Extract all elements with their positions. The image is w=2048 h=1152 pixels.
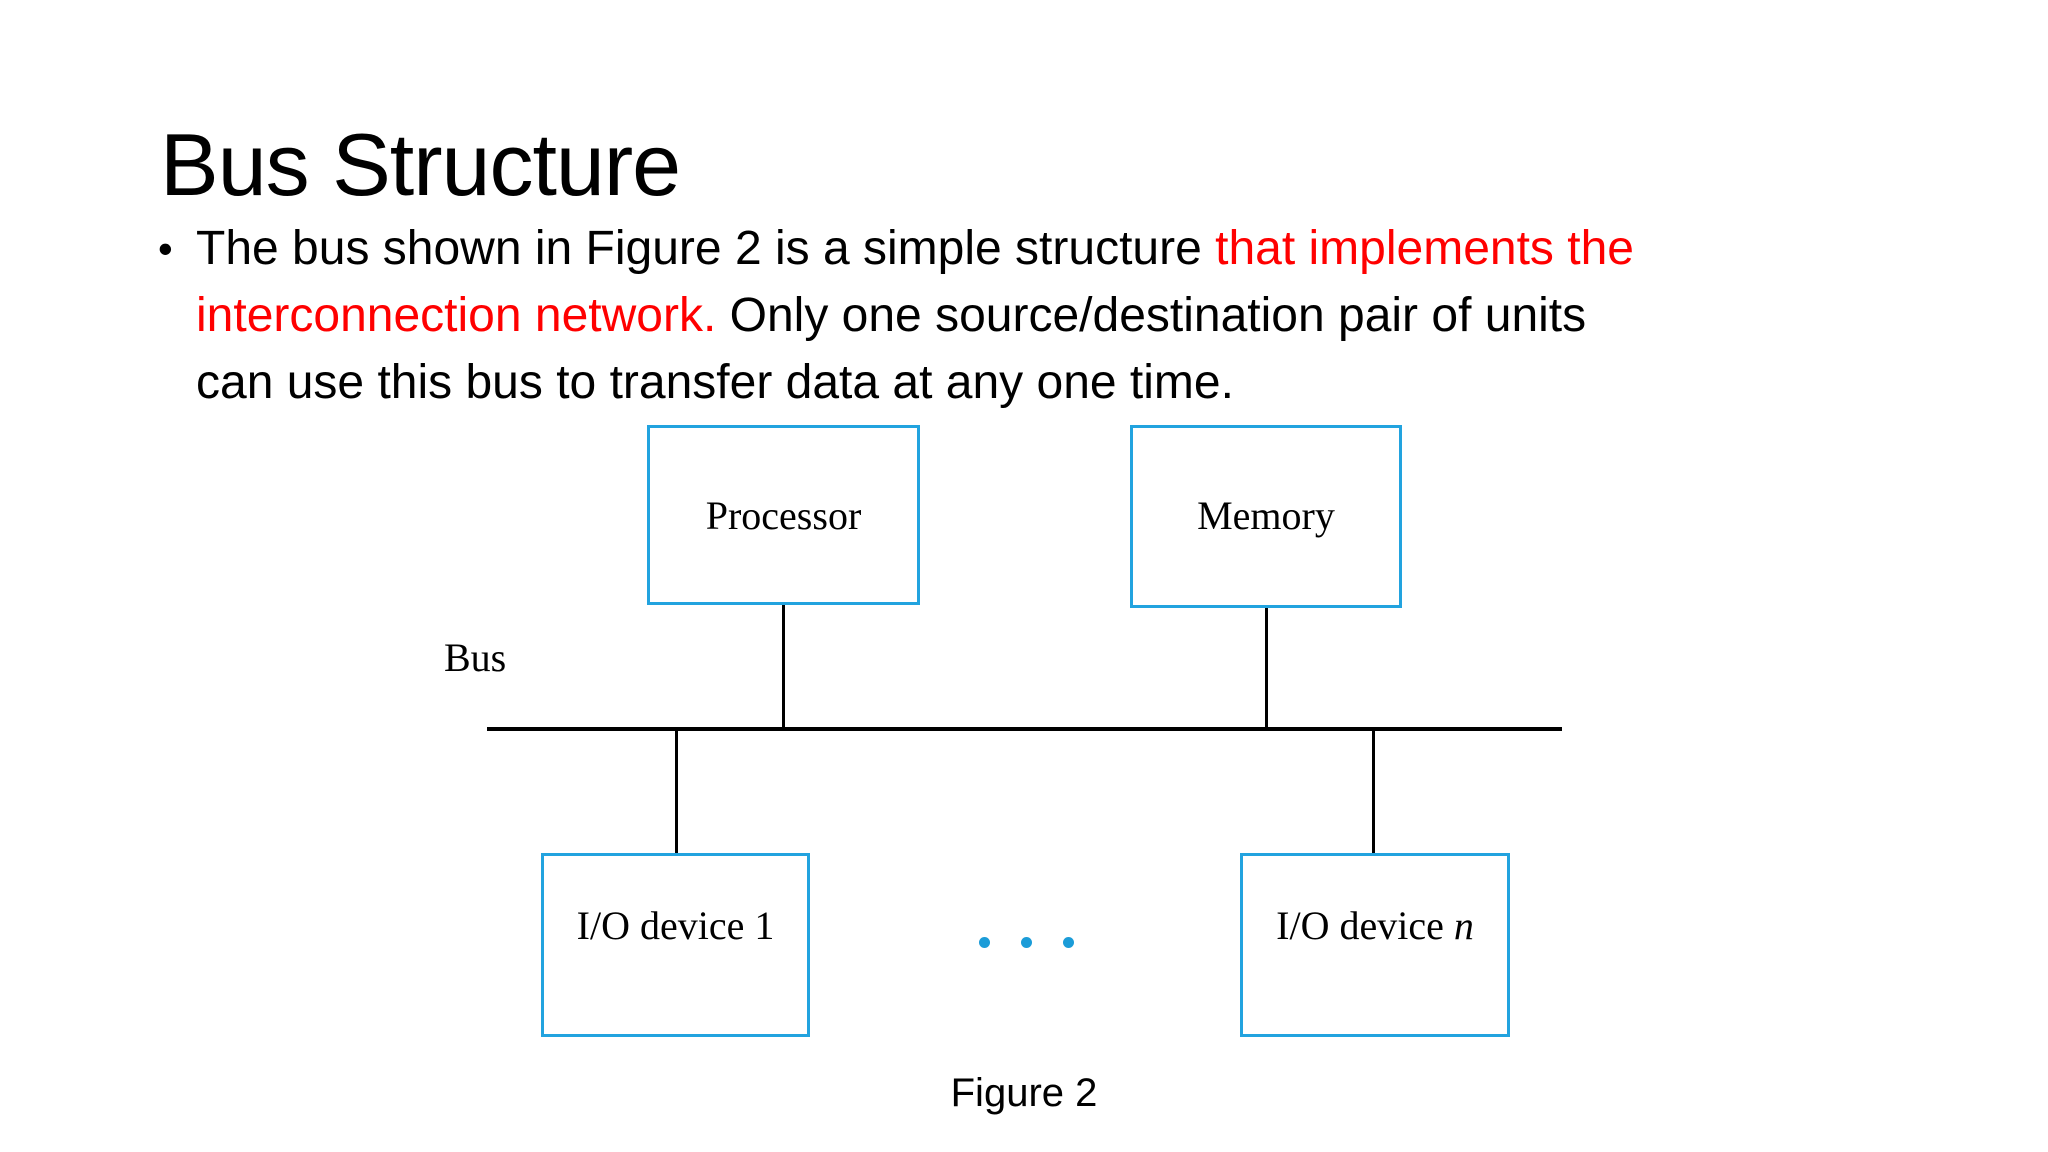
io-device-n-label-prefix: I/O device — [1276, 903, 1454, 948]
ellipsis-dot — [1063, 937, 1074, 948]
slide-title: Bus Structure — [160, 114, 681, 214]
io-device-n-label: I/O device n — [1243, 906, 1507, 946]
bullet-paragraph: • The bus shown in Figure 2 is a simple … — [158, 215, 1958, 416]
text-run-red: that implements the — [1215, 222, 1634, 275]
connector-memory-to-bus — [1265, 608, 1268, 731]
bullet-marker: • — [158, 225, 173, 272]
text-run: The bus shown in Figure 2 is a simple st… — [196, 222, 1216, 275]
io-device-n-box: I/O device n — [1240, 853, 1510, 1037]
io-device-1-box: I/O device 1 — [541, 853, 810, 1037]
text-run: Only one source/destination pair of unit… — [716, 289, 1587, 342]
memory-label: Memory — [1197, 493, 1335, 538]
ellipsis-dot — [979, 937, 990, 948]
io-device-1-label: I/O device 1 — [576, 903, 775, 948]
processor-label: Processor — [705, 493, 862, 538]
ellipsis-dots — [979, 937, 1074, 948]
connector-bus-to-io1 — [675, 729, 678, 856]
ellipsis-dot — [1021, 937, 1032, 948]
figure-caption: Figure 2 — [950, 1071, 1098, 1115]
bus-line — [487, 727, 1562, 731]
connector-bus-to-ion — [1372, 729, 1375, 856]
text-run: can use this bus to transfer data at any… — [196, 356, 1234, 409]
text-run-red: interconnection network. — [196, 289, 717, 342]
memory-box: Memory — [1130, 425, 1402, 608]
bus-label: Bus — [444, 635, 507, 680]
connector-processor-to-bus — [782, 605, 785, 731]
bullet-line-2: interconnection network. Only one source… — [196, 282, 1958, 349]
bullet-line-3: can use this bus to transfer data at any… — [196, 349, 1958, 416]
io-device-n-label-var: n — [1453, 903, 1474, 948]
bullet-text: The bus shown in Figure 2 is a simple st… — [196, 215, 1958, 416]
bullet-line-1: The bus shown in Figure 2 is a simple st… — [196, 215, 1958, 282]
processor-box: Processor — [647, 425, 920, 605]
